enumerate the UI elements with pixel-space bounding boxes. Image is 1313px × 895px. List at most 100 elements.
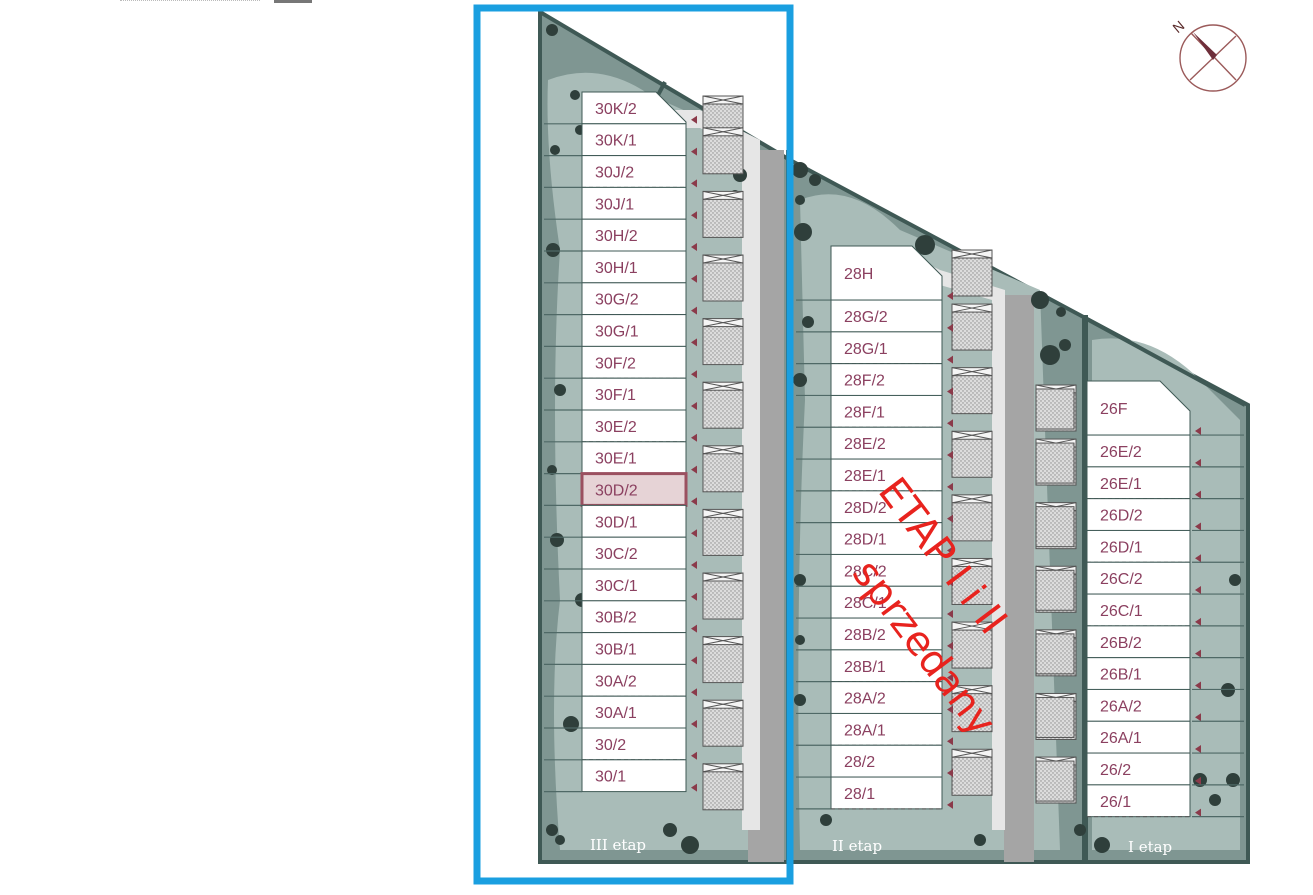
unit-30j-2[interactable]: 30J/2 [581, 155, 697, 188]
unit-30h-1[interactable]: 30H/1 [581, 250, 697, 284]
unit-box[interactable] [581, 632, 687, 665]
unit-box[interactable] [581, 504, 687, 538]
unit-26b-1[interactable]: 26B/1 [1086, 657, 1201, 690]
unit-30h-2[interactable]: 30H/2 [581, 218, 697, 252]
unit-box[interactable] [830, 585, 943, 619]
unit-26d-2[interactable]: 26D/2 [1086, 498, 1201, 531]
unit-30b-2[interactable]: 30B/2 [581, 600, 697, 634]
unit-30a-1[interactable]: 30A/1 [581, 695, 697, 729]
unit-box[interactable] [581, 218, 687, 252]
unit-box[interactable] [830, 245, 943, 301]
unit-26b-2[interactable]: 26B/2 [1086, 625, 1201, 659]
unit-box[interactable] [830, 522, 943, 555]
unit-30j-1[interactable]: 30J/1 [581, 186, 697, 220]
unit-box[interactable] [1086, 498, 1191, 531]
unit-box[interactable] [581, 91, 687, 125]
unit-30k-2[interactable]: 30K/2 [581, 91, 697, 125]
unit-26a-2[interactable]: 26A/2 [1086, 688, 1201, 722]
unit-box[interactable] [581, 250, 687, 284]
unit-26-2[interactable]: 26/2 [1086, 752, 1201, 786]
unit-box[interactable] [581, 568, 687, 602]
selection-frame[interactable] [473, 4, 794, 885]
unit-30d-2[interactable]: 30D/2 [580, 472, 697, 507]
unit-28b-2[interactable]: 28B/2 [830, 617, 953, 651]
unit-28c-1[interactable]: 28C/1 [830, 585, 953, 619]
unit-28d-1[interactable]: 28D/1 [830, 522, 953, 555]
unit-box[interactable] [1086, 784, 1191, 818]
unit-box[interactable] [581, 314, 687, 347]
unit-box[interactable] [1086, 529, 1191, 563]
unit-box[interactable] [581, 123, 687, 157]
unit-26d-1[interactable]: 26D/1 [1086, 529, 1201, 563]
unit-28c-2[interactable]: 28C/2 [830, 553, 953, 587]
unit-box[interactable] [1086, 657, 1191, 690]
unit-box[interactable] [1086, 688, 1191, 722]
unit-28h[interactable]: 28H [830, 245, 953, 301]
unit-box[interactable] [1086, 625, 1191, 659]
unit-box[interactable] [581, 409, 687, 443]
unit-28g-2[interactable]: 28G/2 [830, 299, 953, 333]
unit-box[interactable] [1086, 434, 1191, 468]
entrance-arrow-icon [691, 592, 697, 601]
unit-28f-2[interactable]: 28F/2 [830, 363, 953, 396]
unit-box[interactable] [830, 299, 943, 333]
unit-box[interactable] [830, 744, 943, 778]
unit-30e-2[interactable]: 30E/2 [581, 409, 697, 443]
unit-26a-1[interactable]: 26A/1 [1086, 720, 1201, 754]
unit-box[interactable] [581, 441, 687, 475]
unit-28-1[interactable]: 28/1 [830, 776, 953, 810]
unit-box[interactable] [830, 331, 943, 365]
unit-box[interactable] [1086, 380, 1191, 436]
unit-28-2[interactable]: 28/2 [830, 744, 953, 778]
unit-30e-1[interactable]: 30E/1 [581, 441, 697, 475]
unit-28a-1[interactable]: 28A/1 [830, 712, 953, 746]
unit-30k-1[interactable]: 30K/1 [581, 123, 697, 157]
unit-box[interactable] [1086, 593, 1191, 627]
unit-30g-1[interactable]: 30G/1 [581, 314, 697, 347]
unit-26f[interactable]: 26F [1086, 380, 1201, 436]
unit-box[interactable] [830, 363, 943, 396]
unit-26e-2[interactable]: 26E/2 [1086, 434, 1201, 468]
tree-icon [974, 834, 986, 846]
unit-30d-1[interactable]: 30D/1 [581, 504, 697, 538]
unit-box[interactable] [581, 282, 687, 316]
unit-label: 28B/2 [844, 627, 886, 644]
unit-box[interactable] [581, 695, 687, 729]
unit-box[interactable] [830, 712, 943, 746]
unit-28g-1[interactable]: 28G/1 [830, 331, 953, 365]
unit-30-1[interactable]: 30/1 [581, 759, 697, 793]
unit-box[interactable] [830, 458, 943, 492]
unit-box[interactable] [581, 536, 687, 570]
unit-box[interactable] [581, 345, 687, 379]
top-scroll-stub [274, 0, 312, 3]
unit-box[interactable] [1086, 752, 1191, 786]
unit-layer[interactable]: 30K/230K/130J/230J/130H/230H/130G/230G/1… [544, 91, 1244, 818]
unit-30f-1[interactable]: 30F/1 [581, 377, 697, 411]
unit-28f-1[interactable]: 28F/1 [830, 394, 953, 428]
unit-box[interactable] [580, 472, 688, 507]
unit-26c-2[interactable]: 26C/2 [1086, 561, 1201, 595]
unit-30f-2[interactable]: 30F/2 [581, 345, 697, 379]
unit-28e-1[interactable]: 28E/1 [830, 458, 953, 492]
unit-30c-1[interactable]: 30C/1 [581, 568, 697, 602]
unit-box[interactable] [830, 681, 943, 714]
unit-box[interactable] [581, 600, 687, 634]
unit-box[interactable] [830, 617, 943, 651]
garage-door-cross [951, 621, 993, 631]
unit-26-1[interactable]: 26/1 [1086, 784, 1201, 818]
unit-label: 30/1 [595, 769, 626, 786]
unit-28a-2[interactable]: 28A/2 [830, 681, 953, 714]
unit-30g-2[interactable]: 30G/2 [581, 282, 697, 316]
unit-30b-1[interactable]: 30B/1 [581, 632, 697, 665]
unit-box[interactable] [830, 776, 943, 810]
entrance-arrow-icon [1195, 649, 1201, 658]
unit-28e-2[interactable]: 28E/2 [830, 426, 953, 460]
unit-30-2[interactable]: 30/2 [581, 727, 697, 761]
unit-30c-2[interactable]: 30C/2 [581, 536, 697, 570]
unit-30a-2[interactable]: 30A/2 [581, 663, 697, 697]
unit-26e-1[interactable]: 26E/1 [1086, 466, 1201, 500]
unit-box[interactable] [581, 377, 687, 411]
unit-box[interactable] [830, 553, 943, 587]
unit-box[interactable] [581, 759, 687, 793]
unit-26c-1[interactable]: 26C/1 [1086, 593, 1201, 627]
